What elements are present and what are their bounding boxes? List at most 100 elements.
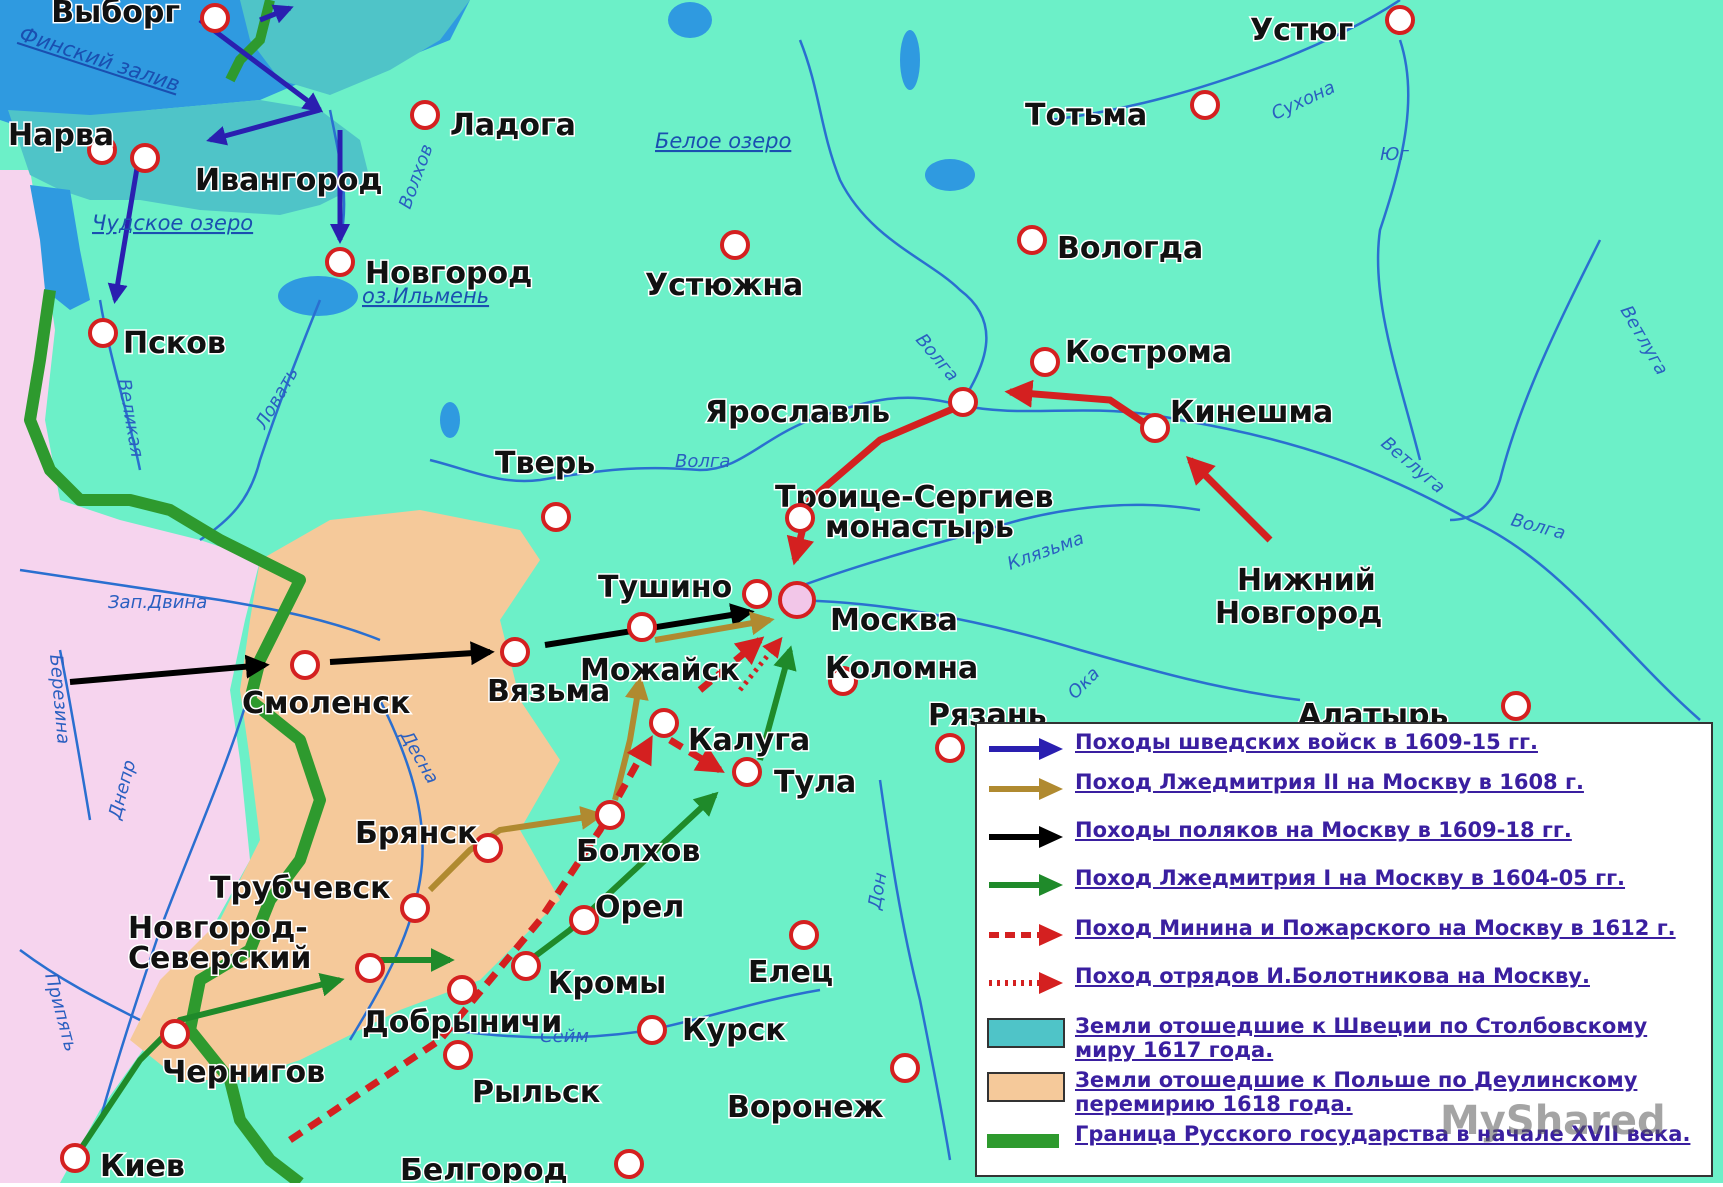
city-label-kursk: Курск xyxy=(682,1013,786,1048)
legend-symbol-arrow-dashed xyxy=(987,920,1065,950)
watermark: MyShared xyxy=(1440,1098,1666,1144)
city-marker-yaroslavl xyxy=(948,387,978,417)
legend-symbol-swatch xyxy=(987,1072,1065,1102)
legend-item: Походы шведских войск в 1609-15 гг. xyxy=(977,730,1711,778)
city-marker-mozhaysk xyxy=(627,612,657,642)
city-marker-voronezh xyxy=(890,1053,920,1083)
city-label-elets: Елец xyxy=(748,955,833,990)
city-label-narva: Нарва xyxy=(8,118,114,153)
river-label-volga2: Волга xyxy=(675,451,730,472)
city-marker-ladoga xyxy=(410,100,440,130)
bolotnikov-detachment-route xyxy=(738,636,783,692)
city-label-ladoga: Ладога xyxy=(450,108,576,143)
dnepr-river xyxy=(98,689,252,1121)
city-label-smolensk: Смоленск xyxy=(242,686,410,721)
city-label-kiev: Киев xyxy=(100,1149,185,1183)
klyazma-river xyxy=(789,503,1201,592)
city-label-orel: Орел xyxy=(595,890,684,925)
city-marker-moskva xyxy=(778,581,816,619)
legend-item: Земли отошедшие к Швеции по Столбовскому… xyxy=(977,1014,1711,1062)
city-label-ivangorod: Ивангород xyxy=(195,163,383,198)
city-label-pskov: Псков xyxy=(123,326,226,361)
city-label-kostroma: Кострома xyxy=(1065,335,1232,370)
city-marker-novgorod xyxy=(325,247,355,277)
city-marker-alatyr xyxy=(1501,691,1531,721)
city-label-moskva: Москва xyxy=(830,603,958,638)
city-marker-ustyug xyxy=(1385,5,1415,35)
sukhona-river xyxy=(1049,0,1401,122)
city-marker-vologda xyxy=(1017,225,1047,255)
legend-symbol-arrow xyxy=(987,774,1065,804)
city-marker-tula xyxy=(732,757,762,787)
city-marker-kostroma xyxy=(1030,347,1060,377)
city-label-vyazma: Вязьма xyxy=(487,674,610,709)
legend-item: Поход Минина и Пожарского на Москву в 16… xyxy=(977,916,1711,964)
swedish-campaign-routes xyxy=(107,4,350,304)
city-marker-vyazma xyxy=(500,637,530,667)
city-marker-tushino xyxy=(742,579,772,609)
legend-label: Граница Русского государства в начале XV… xyxy=(1075,1122,1691,1146)
legend-symbol-swatch xyxy=(987,1018,1065,1048)
city-label-nnovgorod2: Новгород xyxy=(1215,596,1382,631)
city-marker-bolkhov xyxy=(595,800,625,830)
legend-symbol-arrow xyxy=(987,734,1065,764)
city-label-vologda: Вологда xyxy=(1057,231,1203,266)
lake-onega-part xyxy=(668,2,712,38)
legend-item: Земли отошедшие к Польше по Деулинскому … xyxy=(977,1068,1711,1116)
legend-label: Походы поляков на Москву в 1609-18 гг. xyxy=(1075,818,1572,842)
city-marker-kursk xyxy=(637,1015,667,1045)
swedish-ceded-lands xyxy=(8,100,370,215)
legend-label: Земли отошедшие к Польше по Деулинскому … xyxy=(1075,1068,1638,1116)
city-label-nnovgorod1: Нижний xyxy=(1237,563,1376,598)
swedish-ceded-lands-north xyxy=(240,0,470,95)
city-label-dobrynichi: Добрыничи xyxy=(362,1005,562,1040)
city-label-nsev2: Северский xyxy=(128,941,311,976)
city-marker-nsev2 xyxy=(355,953,385,983)
zap-dvina-river xyxy=(19,568,381,642)
city-label-troitse2: монастырь xyxy=(825,510,1014,545)
city-marker-kolomna xyxy=(828,666,858,696)
false-dmitry-i-route xyxy=(77,645,797,1152)
city-label-mozhaysk: Можайск xyxy=(580,653,740,688)
city-marker-ryazan xyxy=(935,733,965,763)
city-marker-belgorod xyxy=(614,1149,644,1179)
city-label-kromy: Кромы xyxy=(548,966,666,1001)
city-marker-smolensk xyxy=(290,650,320,680)
city-marker-pskov xyxy=(88,318,118,348)
city-label-ustyug: Устюг xyxy=(1250,13,1353,48)
yug-river xyxy=(1376,39,1422,461)
city-label-tushino: Тушино xyxy=(598,570,732,605)
city-label-viborg: Выборг xyxy=(51,0,180,30)
city-label-yaroslavl: Ярославль xyxy=(705,395,890,430)
city-marker-kromy xyxy=(511,951,541,981)
river-label-yug: Юг xyxy=(1380,144,1409,165)
pripyat-river xyxy=(19,948,141,1022)
city-marker-bryansk xyxy=(473,833,503,863)
water-label-chudskoe: Чудское озеро xyxy=(92,211,253,235)
legend: Походы шведских войск в 1609-15 гг.Поход… xyxy=(975,722,1713,1177)
city-label-trubchevsk: Трубчевск xyxy=(210,871,391,906)
city-marker-kaluga xyxy=(649,708,679,738)
city-label-kaluga: Калуга xyxy=(688,723,810,758)
legend-symbol-arrow xyxy=(987,870,1065,900)
city-label-tver: Тверь xyxy=(495,446,595,481)
lake-peipus xyxy=(30,185,90,310)
legend-item: Походы поляков на Москву в 1609-18 гг. xyxy=(977,818,1711,866)
legend-item: Поход отрядов И.Болотникова на Москву. xyxy=(977,964,1711,1012)
sheksna-river xyxy=(798,39,988,406)
lake-vozhe xyxy=(900,30,920,90)
vetluga-river xyxy=(1449,239,1602,522)
russian-state-border xyxy=(24,289,326,1187)
legend-item: Поход Лжедмитрия I на Москву в 1604-05 г… xyxy=(977,866,1711,914)
city-marker-tver xyxy=(541,502,571,532)
city-marker-elets xyxy=(789,920,819,950)
legend-label: Поход отрядов И.Болотникова на Москву. xyxy=(1075,964,1590,988)
city-label-rylsk: Рыльск xyxy=(472,1075,600,1110)
legend-item: Поход Лжедмитрия II на Москву в 1608 г. xyxy=(977,770,1711,818)
legend-item: Граница Русского государства в начале XV… xyxy=(977,1122,1711,1170)
water-label-ilmen: оз.Ильмень xyxy=(362,284,489,308)
city-marker-troitse2 xyxy=(785,503,815,533)
